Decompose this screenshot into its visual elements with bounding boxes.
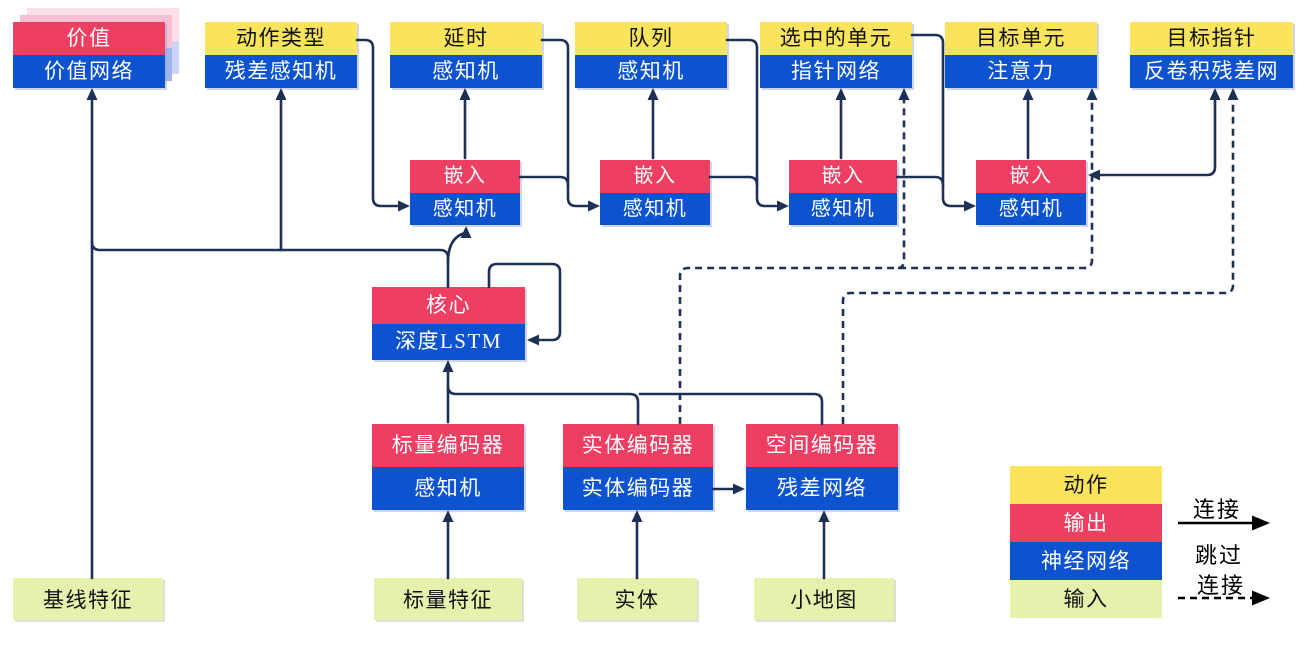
arrowhead-into-queue (647, 88, 659, 100)
edge-embedding-3-out (895, 175, 945, 187)
legend-dashed-arrow-label-line2: 连接 (1197, 573, 1246, 598)
arrowhead-skip-into-selected-units (898, 88, 910, 100)
node-queue: 队列 感知机 (575, 22, 727, 88)
queue-network-band: 感知机 (575, 55, 727, 88)
target-unit-action-band: 目标单元 (945, 22, 1097, 55)
arrowhead-loop-into-core (527, 334, 539, 346)
arrowhead-skip-into-target-unit (1086, 88, 1098, 100)
queue-action-band: 队列 (575, 22, 727, 55)
arrowhead-into-target-pointer (1209, 88, 1221, 100)
arrowhead-into-embedding-1-bottom (460, 226, 472, 238)
arrowhead-into-spatial-left (733, 483, 745, 495)
node-scalar-features: 标量特征 (374, 578, 522, 620)
arrowhead-into-embedding-3-left (777, 200, 789, 212)
arrowhead-into-scalar-encoder (442, 510, 454, 522)
arrowhead-skip-into-target-pointer (1227, 88, 1239, 100)
embedding-4-output-band: 嵌入 (976, 160, 1086, 193)
selected-units-network-band: 指针网络 (760, 55, 912, 88)
arrowhead-into-action-type (275, 88, 287, 100)
embedding-2-network-band: 感知机 (600, 192, 710, 225)
arrowhead-into-embedding-2-left (588, 200, 600, 212)
delay-network-band: 感知机 (390, 55, 542, 88)
node-baseline-features: 基线特征 (13, 578, 163, 620)
selected-units-action-band: 选中的单元 (760, 22, 912, 55)
legend-solid-arrow-label: 连接 (1193, 497, 1242, 522)
arrowhead-into-core-bottom (442, 360, 454, 372)
embedding-4-network-band: 感知机 (976, 192, 1086, 225)
edge-core-to-left-bus (90, 240, 450, 289)
arrowhead-into-spatial-encoder (818, 510, 830, 522)
node-entity-encoder: 实体编码器 实体编码器 (563, 424, 713, 510)
spatial-encoder-network-band: 残差网络 (746, 467, 898, 510)
legend-dashed-arrowhead (1252, 590, 1270, 606)
scalar-encoder-network-band: 感知机 (372, 467, 524, 510)
edge-embedding-4-to-target-pointer (1098, 94, 1217, 177)
entity-encoder-network-band: 实体编码器 (563, 467, 713, 510)
legend-solid-arrowhead (1252, 515, 1270, 531)
legend-dashed-arrow-label-line1: 跳过 (1195, 543, 1244, 568)
legend-action-row: 动作 (1010, 466, 1162, 504)
edge-spatial-encoder-to-core (638, 392, 824, 426)
skip-spatial-to-target-pointer (841, 96, 1235, 424)
target-pointer-action-band: 目标指针 (1130, 22, 1293, 55)
legend-color-key: 动作 输出 神经网络 输入 (1010, 466, 1162, 618)
node-embedding-3: 嵌入 感知机 (789, 160, 897, 225)
node-action-type: 动作类型 残差感知机 (205, 22, 357, 88)
arrowhead-into-target-unit (1022, 88, 1034, 100)
edge-entity-encoder-to-core (446, 384, 640, 426)
node-selected-units: 选中的单元 指针网络 (760, 22, 912, 88)
node-scalar-encoder: 标量编码器 感知机 (372, 424, 524, 510)
node-value: 价值 价值网络 (13, 22, 165, 88)
core-network-band: 深度LSTM (372, 323, 525, 360)
core-output-band: 核心 (372, 287, 525, 324)
value-network-band: 价值网络 (13, 55, 165, 88)
embedding-2-output-band: 嵌入 (600, 160, 710, 193)
scalar-encoder-output-band: 标量编码器 (372, 424, 524, 467)
entity-encoder-output-band: 实体编码器 (563, 424, 713, 467)
arrowhead-into-selected-units (835, 88, 847, 100)
edge-embedding-1-out (518, 175, 570, 187)
legend-output-row: 输出 (1010, 504, 1162, 542)
target-pointer-network-band: 反卷积残差网 (1130, 55, 1293, 88)
node-target-pointer: 目标指针 反卷积残差网 (1130, 22, 1293, 88)
action-type-network-band: 残差感知机 (205, 55, 357, 88)
node-embedding-2: 嵌入 感知机 (600, 160, 710, 225)
node-embedding-4: 嵌入 感知机 (976, 160, 1086, 225)
embedding-1-network-band: 感知机 (410, 192, 520, 225)
edge-embedding-2-out (708, 175, 759, 187)
node-entities: 实体 (577, 578, 697, 620)
embedding-1-output-band: 嵌入 (410, 160, 520, 193)
spatial-encoder-output-band: 空间编码器 (746, 424, 898, 467)
skip-entity-to-target-unit (678, 96, 1094, 424)
arrowhead-into-embedding-1-left (398, 200, 410, 212)
arrowhead-into-embedding-4-right (1088, 169, 1100, 181)
embedding-3-output-band: 嵌入 (789, 160, 897, 193)
node-target-unit: 目标单元 注意力 (945, 22, 1097, 88)
legend-network-row: 神经网络 (1010, 542, 1162, 580)
node-embedding-1: 嵌入 感知机 (410, 160, 520, 225)
arrowhead-into-value (86, 88, 98, 100)
value-output-band: 价值 (13, 22, 165, 55)
edge-core-to-embedding-1 (446, 228, 468, 264)
skip-entity-to-selected-units (897, 96, 906, 270)
arrowhead-into-entity-encoder (631, 510, 643, 522)
embedding-3-network-band: 感知机 (789, 192, 897, 225)
legend-input-row: 输入 (1010, 580, 1162, 618)
action-type-action-band: 动作类型 (205, 22, 357, 55)
delay-action-band: 延时 (390, 22, 542, 55)
node-core: 核心 深度LSTM (372, 287, 525, 360)
node-minimap: 小地图 (754, 578, 894, 620)
arrowhead-into-delay (459, 88, 471, 100)
arrowhead-into-embedding-4-left (964, 200, 976, 212)
target-unit-network-band: 注意力 (945, 55, 1097, 88)
node-delay: 延时 感知机 (390, 22, 542, 88)
node-spatial-encoder: 空间编码器 残差网络 (746, 424, 898, 510)
